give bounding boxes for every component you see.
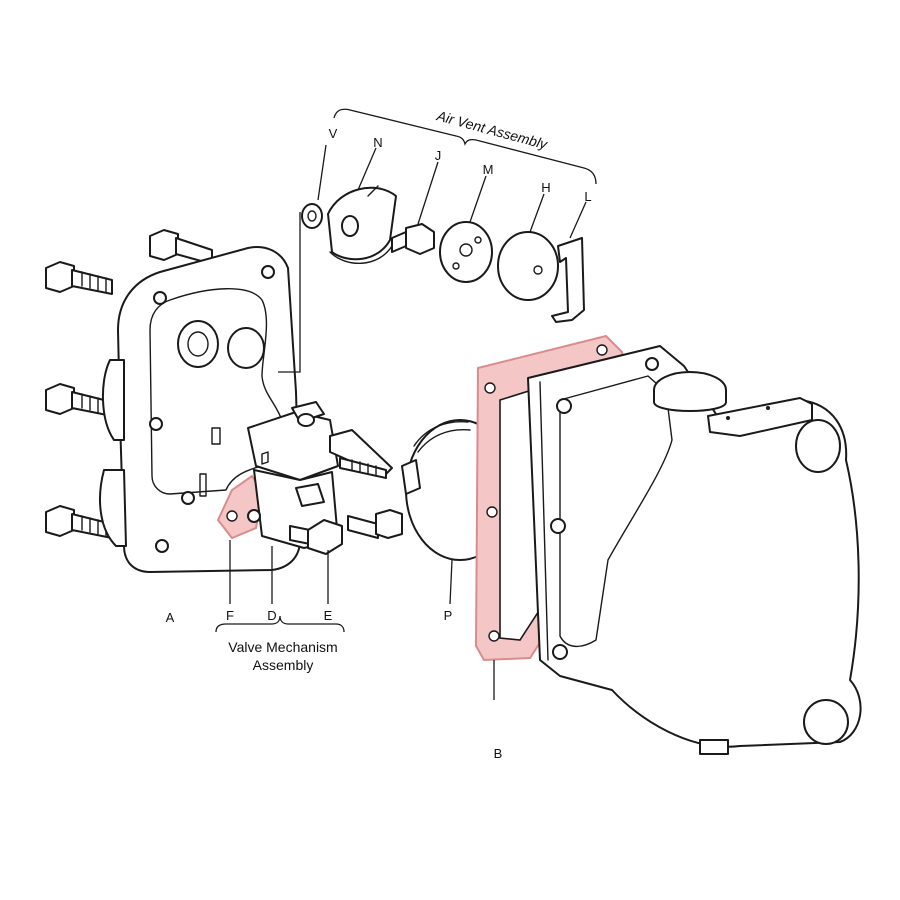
label-V: V <box>329 126 338 141</box>
label-E: E <box>324 608 333 623</box>
label-J: J <box>435 148 442 163</box>
part-M-disc <box>439 221 493 283</box>
part-N-bracket <box>327 185 397 265</box>
group-label-air-vent: Air Vent Assembly <box>434 107 550 152</box>
label-A: A <box>166 610 175 625</box>
small-bolt <box>347 509 403 539</box>
part-L-clip <box>551 237 585 323</box>
part-H-ball <box>497 231 559 301</box>
label-H: H <box>541 180 550 195</box>
valve-mechanism-bracket <box>215 615 345 633</box>
cover-bolts <box>45 229 213 539</box>
bolt <box>45 383 113 417</box>
part-V-washer <box>301 203 323 229</box>
air-vent-bracket <box>333 108 597 185</box>
label-L: L <box>584 189 591 204</box>
label-N: N <box>373 135 382 150</box>
group-label-valve-mechanism-2: Assembly <box>253 657 314 673</box>
air-vent-parts <box>301 185 585 323</box>
part-J-nut <box>391 223 435 255</box>
bolt <box>45 261 113 295</box>
bolt <box>149 229 213 265</box>
label-M: M <box>483 162 494 177</box>
group-label-valve-mechanism: Valve Mechanism <box>228 639 337 655</box>
label-P: P <box>444 608 453 623</box>
valve-mechanism <box>247 401 393 555</box>
label-D: D <box>267 608 276 623</box>
main-body <box>527 345 862 755</box>
label-F: F <box>226 608 234 623</box>
label-B: B <box>494 746 503 761</box>
leader-lines <box>229 144 587 700</box>
